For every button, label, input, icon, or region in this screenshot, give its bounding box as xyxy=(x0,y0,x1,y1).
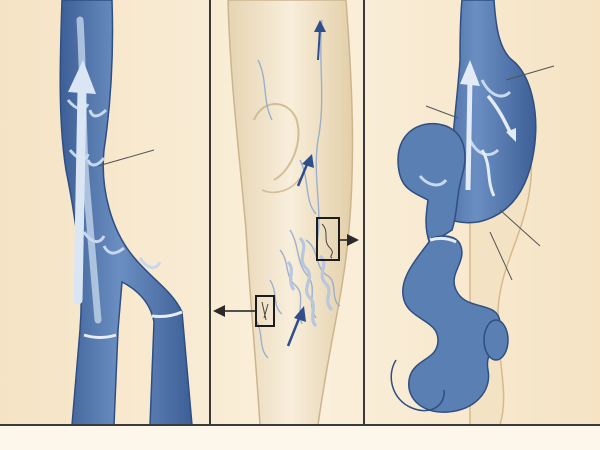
knee-contour xyxy=(261,177,301,194)
up-arrow-icon xyxy=(302,154,314,168)
pointer-line xyxy=(499,209,541,247)
up-arrow-icon xyxy=(286,315,302,347)
pointer-line xyxy=(489,231,513,281)
valve xyxy=(82,231,125,255)
callout-detail xyxy=(321,223,333,259)
callout-detail xyxy=(261,301,269,321)
pointer-line xyxy=(425,105,459,119)
knee-contour xyxy=(253,103,300,181)
vein-ring xyxy=(151,310,183,318)
vein-bulge xyxy=(483,319,509,361)
bottom-strip xyxy=(0,425,600,450)
up-arrow-icon xyxy=(296,161,310,187)
vein-coil xyxy=(390,359,445,412)
up-arrow-icon xyxy=(73,85,87,305)
incompetent-valve xyxy=(418,175,448,187)
right-panel-varicose-vein xyxy=(390,0,555,426)
pointer-line xyxy=(505,65,555,81)
vein-ring xyxy=(429,236,457,244)
valve xyxy=(138,257,162,269)
up-arrow-icon xyxy=(317,27,321,61)
pointer-line xyxy=(97,149,155,167)
varicose-cluster xyxy=(286,236,334,328)
up-arrow-icon xyxy=(294,306,306,322)
up-arrow-icon xyxy=(314,20,326,32)
up-arrow-head xyxy=(68,60,96,94)
normal-vein xyxy=(59,0,193,426)
up-arrow-icon xyxy=(460,60,480,86)
center-panel-leg xyxy=(213,0,359,426)
down-arrow-head xyxy=(506,128,516,142)
incompetent-valve xyxy=(480,79,512,98)
tortuous-vein xyxy=(402,235,501,413)
up-arrow-icon xyxy=(465,79,473,191)
left-panel-normal-vein xyxy=(59,0,193,426)
vein-ring xyxy=(83,333,117,339)
callout-box-varicose xyxy=(316,217,340,261)
reflux-arrow xyxy=(480,149,496,197)
